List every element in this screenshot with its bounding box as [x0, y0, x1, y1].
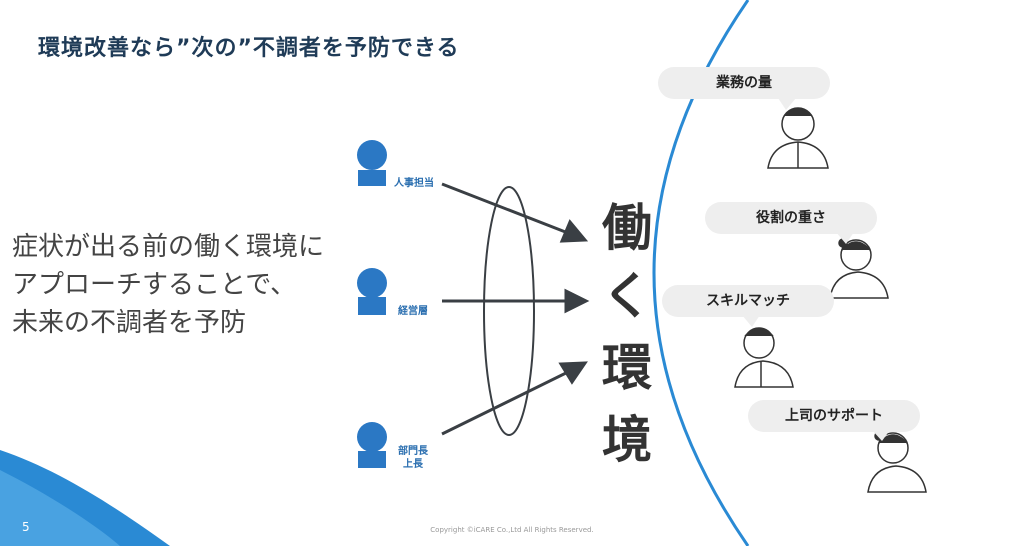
arrow-line: [441, 182, 569, 235]
arrow-head: [558, 361, 588, 385]
body-line: 症状が出る前の働く環境に: [12, 232, 325, 262]
person-icon: [357, 422, 387, 468]
bubble-tail: [778, 98, 796, 110]
environment-char: 環: [602, 339, 652, 397]
person-icon: [357, 140, 387, 186]
factor-bubble-skill-match: スキルマッチ: [662, 285, 834, 317]
factor-bubble-workload: 業務の量: [658, 67, 830, 99]
person-icon: [357, 268, 387, 315]
slide-title: 環境改善なら”次の”不調者を予防できる: [38, 36, 460, 61]
factor-bubble-boss-support: 上司のサポート: [748, 400, 920, 432]
arrow-head: [564, 288, 590, 314]
worker-illustration: [734, 327, 794, 388]
arrow-line: [441, 370, 569, 436]
role-label-hr: 人事担当: [394, 178, 434, 189]
environment-char: く: [602, 267, 652, 325]
arrows: [441, 182, 590, 436]
worker-illustration: [829, 238, 889, 299]
arrow-head: [559, 219, 589, 243]
grouping-ellipse: [483, 186, 535, 436]
body-line: 未来の不調者を予防: [12, 308, 247, 338]
bubble-tail: [872, 430, 890, 441]
role-label-managers: 部門長 上長: [398, 446, 428, 470]
bubble-tail: [742, 315, 760, 327]
environment-char: 境: [602, 411, 652, 469]
page-number: 5: [22, 520, 30, 534]
worker-illustration: [767, 107, 829, 169]
copyright: Copyright ©iCARE Co.,Ltd All Rights Rese…: [430, 526, 594, 534]
factor-bubble-role-weight: 役割の重さ: [705, 202, 877, 234]
worker-illustration: [867, 431, 927, 493]
body-line: アプローチすることで、: [12, 270, 297, 300]
role-label-executives: 経営層: [398, 306, 428, 317]
environment-char: 働: [602, 199, 652, 257]
bubble-tail: [836, 232, 854, 244]
body-text: 症状が出る前の働く環境に アプローチすることで、 未来の不調者を予防: [12, 228, 324, 342]
corner-wave-light: [0, 470, 120, 546]
